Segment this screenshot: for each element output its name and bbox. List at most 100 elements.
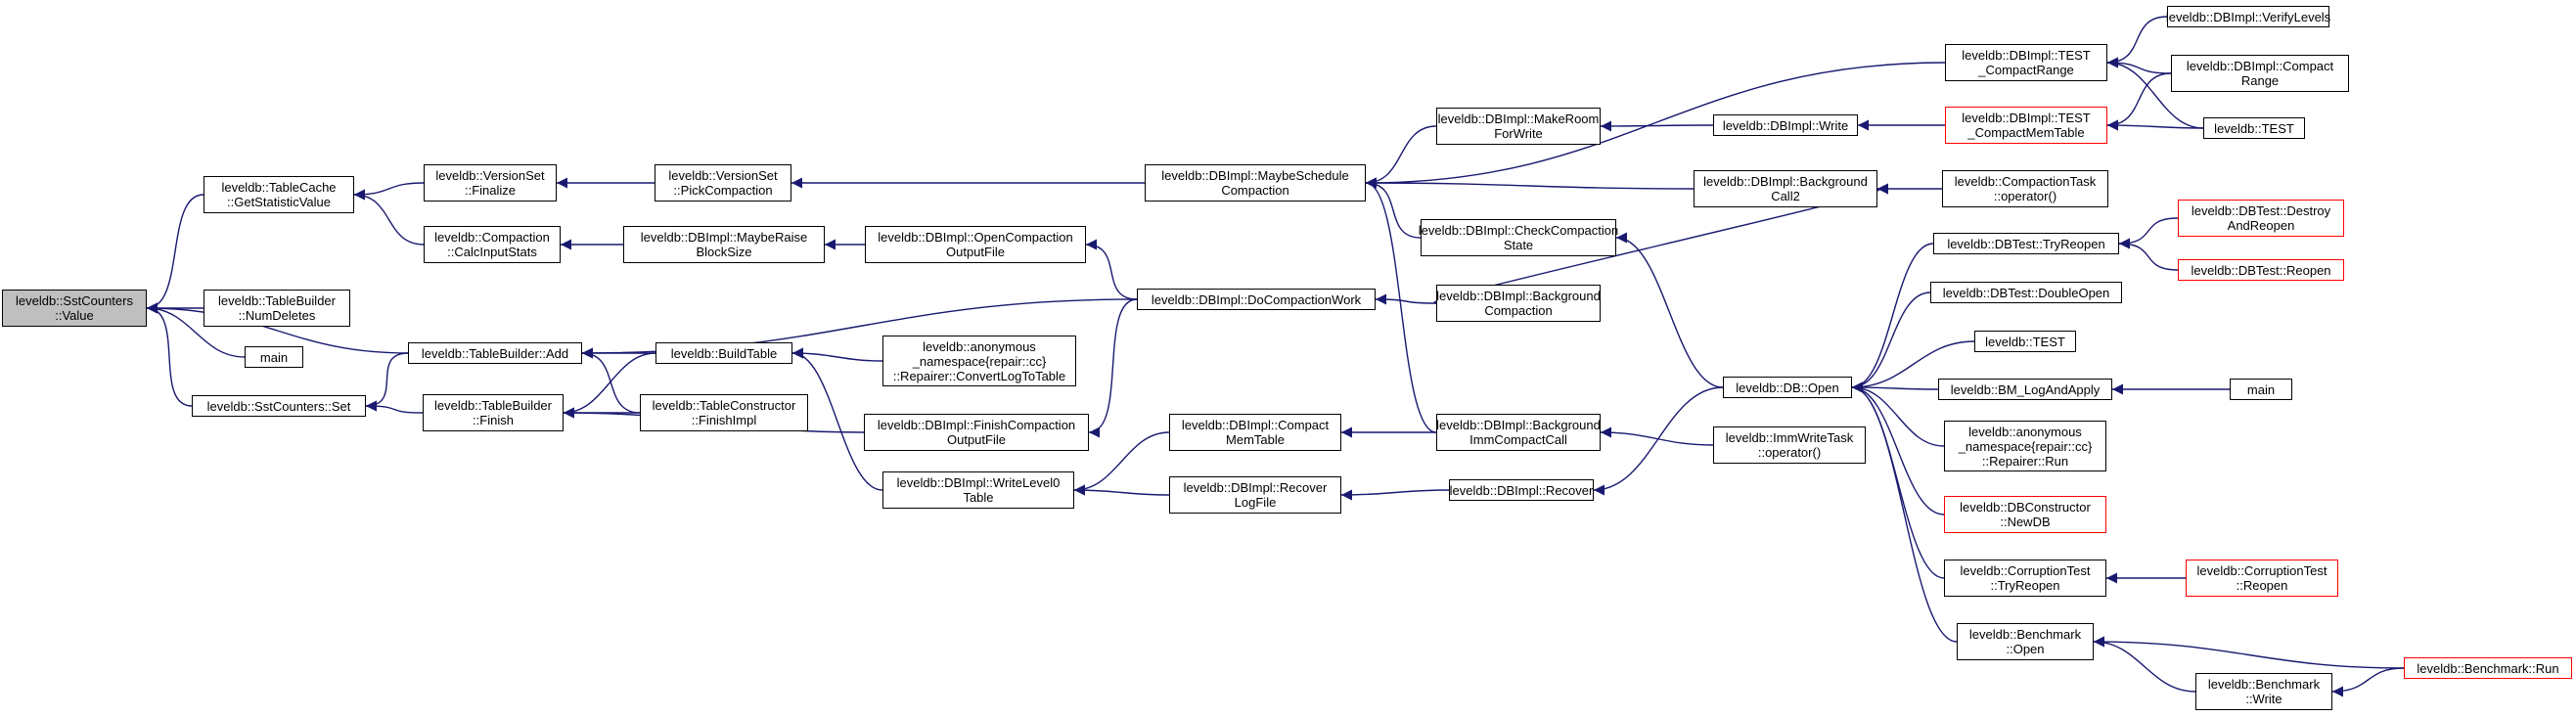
- node-label-line: leveldb::DBImpl::WriteLevel0: [896, 475, 1061, 490]
- edge-imm-write-task-to-db-bg-imm: [1600, 426, 1714, 446]
- node-label-line: ::Reopen: [2236, 578, 2288, 593]
- node-lt-test-top[interactable]: leveldb::TEST: [2203, 117, 2305, 139]
- node-tb-numdeletes[interactable]: leveldb::TableBuilder::NumDeletes: [203, 290, 350, 327]
- node-label-line: leveldb::VersionSet: [435, 168, 545, 183]
- node-bm-logapply[interactable]: leveldb::BM_LogAndApply: [1938, 379, 2112, 400]
- node-label-line: Call2: [1771, 189, 1800, 203]
- node-label-line: ForWrite: [1494, 126, 1543, 141]
- node-ct-reopen[interactable]: leveldb::CorruptionTest::Reopen: [2186, 560, 2338, 597]
- node-label-line: leveldb::Benchmark: [1968, 627, 2082, 642]
- node-label-line: leveldb::CompactionTask: [1954, 174, 2097, 189]
- edge-repairer-run-to-db-open: [1851, 381, 1945, 447]
- node-comp-task[interactable]: leveldb::CompactionTask::operator(): [1942, 170, 2108, 207]
- node-bench-write[interactable]: leveldb::Benchmark::Write: [2195, 673, 2332, 710]
- node-dbt-tryreopen[interactable]: leveldb::DBTest::TryReopen: [1933, 233, 2119, 254]
- node-main2[interactable]: main: [2230, 379, 2292, 400]
- node-label-line: leveldb::DBImpl::Compact: [1181, 418, 1330, 432]
- node-label-line: leveldb::DBImpl::VerifyLevels: [2165, 9, 2331, 24]
- node-bench-open[interactable]: leveldb::Benchmark::Open: [1957, 623, 2094, 660]
- edge-repairer-convert-to-build-table: [791, 347, 883, 362]
- edge-db-bg-call2-to-db-maybe-sched: [1365, 177, 1695, 190]
- node-db-recover[interactable]: leveldb::DBImpl::Recover: [1449, 479, 1594, 501]
- node-tb-add[interactable]: leveldb::TableBuilder::Add: [408, 342, 582, 364]
- node-tc-finishimpl[interactable]: leveldb::TableConstructor::FinishImpl: [640, 394, 808, 431]
- node-dbt-reopen[interactable]: leveldb::DBTest::Reopen: [2178, 259, 2344, 281]
- node-label-line: leveldb::ImmWriteTask: [1725, 430, 1854, 445]
- node-comp-calc[interactable]: leveldb::Compaction::CalcInputStats: [424, 226, 561, 263]
- node-label-line: leveldb::DBImpl::TEST: [1962, 111, 2091, 125]
- node-label-line: leveldb::TableBuilder: [434, 398, 552, 413]
- node-label-line: leveldb::DBImpl::Recover: [1183, 480, 1328, 495]
- edge-dbc-newdb-to-db-open: [1851, 381, 1945, 515]
- edge-bench-run-to-bench-write: [2331, 667, 2405, 697]
- node-label-line: leveldb::DBImpl::Background: [1436, 289, 1601, 303]
- node-label-line: leveldb::DBImpl::MakeRoom: [1437, 112, 1600, 126]
- node-tablecache-gsv[interactable]: leveldb::TableCache::GetStatisticValue: [203, 176, 354, 213]
- node-label-line: leveldb::TableBuilder: [218, 293, 336, 308]
- node-label-line: leveldb::SstCounters: [16, 293, 133, 308]
- node-label-line: leveldb::DBConstructor: [1960, 500, 2091, 515]
- node-tb-finish[interactable]: leveldb::TableBuilder::Finish: [423, 394, 564, 431]
- node-ct-tryreopen[interactable]: leveldb::CorruptionTest::TryReopen: [1944, 560, 2106, 597]
- node-dbc-newdb[interactable]: leveldb::DBConstructor::NewDB: [1944, 496, 2106, 533]
- node-label-line: _namespace{repair::cc}: [1958, 438, 2093, 454]
- edge-tb-add-to-sst-set: [365, 352, 409, 412]
- node-db-test-memtable[interactable]: leveldb::DBImpl::TEST_CompactMemTable: [1945, 107, 2107, 144]
- node-label-line: leveldb::DB::Open: [1736, 380, 1839, 395]
- node-bench-run[interactable]: leveldb::Benchmark::Run: [2404, 657, 2572, 679]
- node-db-test-range[interactable]: leveldb::DBImpl::TEST_CompactRange: [1945, 44, 2107, 81]
- node-label-line: ::Repairer::ConvertLogToTable: [892, 368, 1066, 383]
- node-label-line: ::Open: [2006, 642, 2045, 656]
- node-vs-finalize[interactable]: leveldb::VersionSet::Finalize: [424, 164, 557, 202]
- edge-bm-logapply-to-db-open: [1851, 381, 1939, 393]
- node-label-line: Compaction: [1221, 183, 1289, 198]
- node-repairer-run[interactable]: leveldb::anonymous_namespace{repair::cc}…: [1944, 421, 2106, 471]
- node-vs-pick[interactable]: leveldb::VersionSet::PickCompaction: [655, 164, 791, 202]
- node-main1[interactable]: main: [245, 346, 303, 368]
- edge-main1-to-sst-value: [146, 302, 246, 358]
- node-db-do-comp[interactable]: leveldb::DBImpl::DoCompactionWork: [1137, 289, 1376, 310]
- node-label-line: leveldb::TableCache: [221, 180, 337, 195]
- node-label-line: ::GetStatisticValue: [227, 195, 331, 209]
- node-label-line: leveldb::TEST: [1985, 334, 2065, 349]
- edge-verify-levels-to-db-test-range: [2106, 16, 2168, 68]
- node-db-open[interactable]: leveldb::DB::Open: [1723, 377, 1852, 398]
- node-label-line: MemTable: [1226, 432, 1285, 447]
- node-sst-set[interactable]: leveldb::SstCounters::Set: [192, 395, 366, 417]
- node-label-line: leveldb::CorruptionTest: [1960, 563, 2091, 578]
- edge-db-open-to-db-check-comp: [1615, 232, 1724, 388]
- edge-db-compact-range-to-db-test-memtable: [2106, 72, 2172, 131]
- node-label-line: ::FinishImpl: [691, 413, 757, 427]
- node-label-line: main: [2246, 381, 2276, 397]
- node-label-line: ::operator(): [1757, 445, 1822, 460]
- node-build-table[interactable]: leveldb::BuildTable: [655, 342, 792, 364]
- edge-dbt-tryreopen-to-db-open: [1851, 243, 1934, 393]
- node-verify-levels[interactable]: leveldb::DBImpl::VerifyLevels: [2165, 6, 2331, 27]
- node-dbt-doubleopen[interactable]: leveldb::DBTest::DoubleOpen: [1930, 282, 2122, 303]
- node-label-line: leveldb::Benchmark: [2207, 677, 2321, 692]
- node-imm-write-task[interactable]: leveldb::ImmWriteTask::operator(): [1713, 426, 1866, 464]
- node-label-line: Range: [2240, 73, 2280, 88]
- edge-db-compact-mem-to-db-wl0: [1073, 431, 1170, 496]
- node-label-line: leveldb::DBImpl::Write: [1722, 117, 1849, 133]
- node-lt-test-mid[interactable]: leveldb::TEST: [1974, 331, 2076, 352]
- edge-build-table-to-tb-finish: [563, 352, 656, 419]
- node-repairer-convert[interactable]: leveldb::anonymous_namespace{repair::cc}…: [882, 336, 1076, 386]
- node-label-line: leveldb::DBImpl::Background: [1436, 418, 1601, 432]
- node-db-write[interactable]: leveldb::DBImpl::Write: [1713, 114, 1858, 136]
- node-label-line: leveldb::anonymous: [1968, 424, 2082, 439]
